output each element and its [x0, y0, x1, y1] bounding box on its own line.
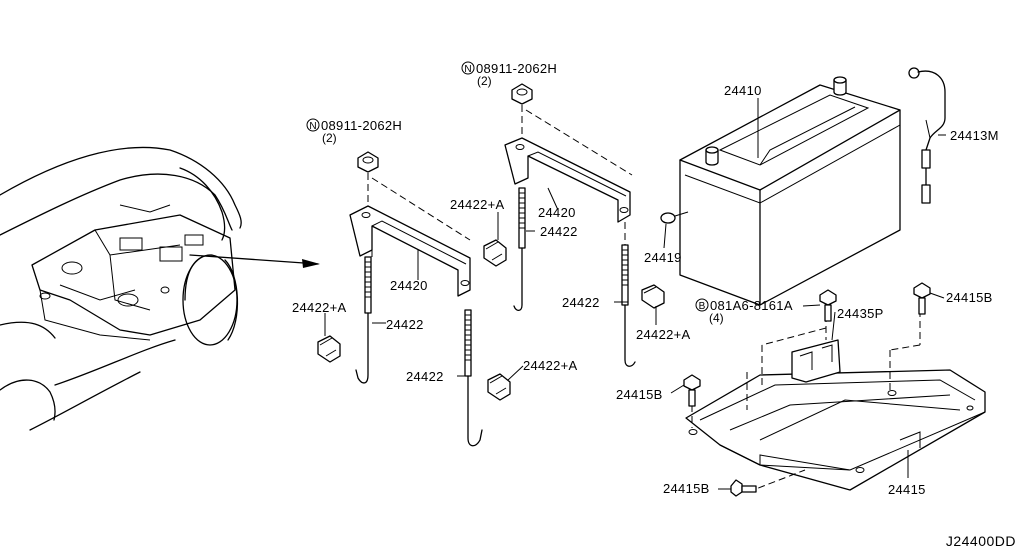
bolts: [683, 282, 931, 497]
leader-lines: [324, 98, 946, 490]
bolt-left-icon: [683, 374, 701, 407]
circle-prefix-nut-left: N: [306, 118, 320, 132]
diagram-code: J24400DD: [946, 533, 1016, 549]
label-bolt-bottom: 24415B: [663, 481, 710, 496]
svg-text:N: N: [309, 121, 316, 132]
bolt-bottom-icon: [730, 479, 757, 497]
rod-middle-assembly: [464, 309, 511, 447]
bracket-left-assembly: [317, 151, 471, 384]
label-cable: 24413M: [950, 128, 999, 143]
battery: [660, 76, 901, 306]
bolt-b-quantity: (4): [709, 311, 724, 325]
part-labels: 08911-2062H (2) 08911-2062H (2) 081A6-81…: [292, 61, 1016, 549]
label-rod-right: 24422: [562, 295, 600, 310]
label-cap: 24419: [644, 250, 682, 265]
label-bracket-right: 24420: [538, 205, 576, 220]
label-clip-mid: 24422+A: [523, 358, 578, 373]
vehicle-overview: [0, 146, 320, 431]
label-clip-right: 24422+A: [636, 327, 691, 342]
bracket-right-assembly: [483, 83, 665, 367]
battery-tray: [685, 310, 986, 493]
bolt-b-part-number: 081A6-8161A: [710, 298, 793, 313]
svg-text:N: N: [464, 64, 471, 75]
label-battery: 24410: [724, 83, 762, 98]
nut-top-quantity: (2): [477, 74, 492, 88]
label-bolt-left: 24415B: [616, 387, 663, 402]
nut-top-part-number: 08911-2062H: [476, 61, 557, 76]
label-bolt-right-top: 24415B: [946, 290, 993, 305]
label-clip-upper: 24422+A: [450, 197, 505, 212]
circle-prefix-bolt-b: B: [695, 298, 709, 312]
label-label-plate: 24435P: [837, 306, 884, 321]
bolt-right-top-icon: [913, 282, 931, 315]
nut-left-quantity: (2): [322, 131, 337, 145]
nut-left-part-number: 08911-2062H: [321, 118, 402, 133]
label-rod-left: 24422: [386, 317, 424, 332]
label-tray: 24415: [888, 482, 926, 497]
label-rod-mid: 24422: [406, 369, 444, 384]
label-clip-left: 24422+A: [292, 300, 347, 315]
label-rod-upper: 24422: [540, 224, 578, 239]
label-bracket-left: 24420: [390, 278, 428, 293]
battery-cable: [908, 67, 946, 204]
svg-text:B: B: [699, 301, 706, 312]
circle-prefix-nut-top: N: [461, 61, 475, 75]
bolt-b-icon: [819, 289, 837, 322]
